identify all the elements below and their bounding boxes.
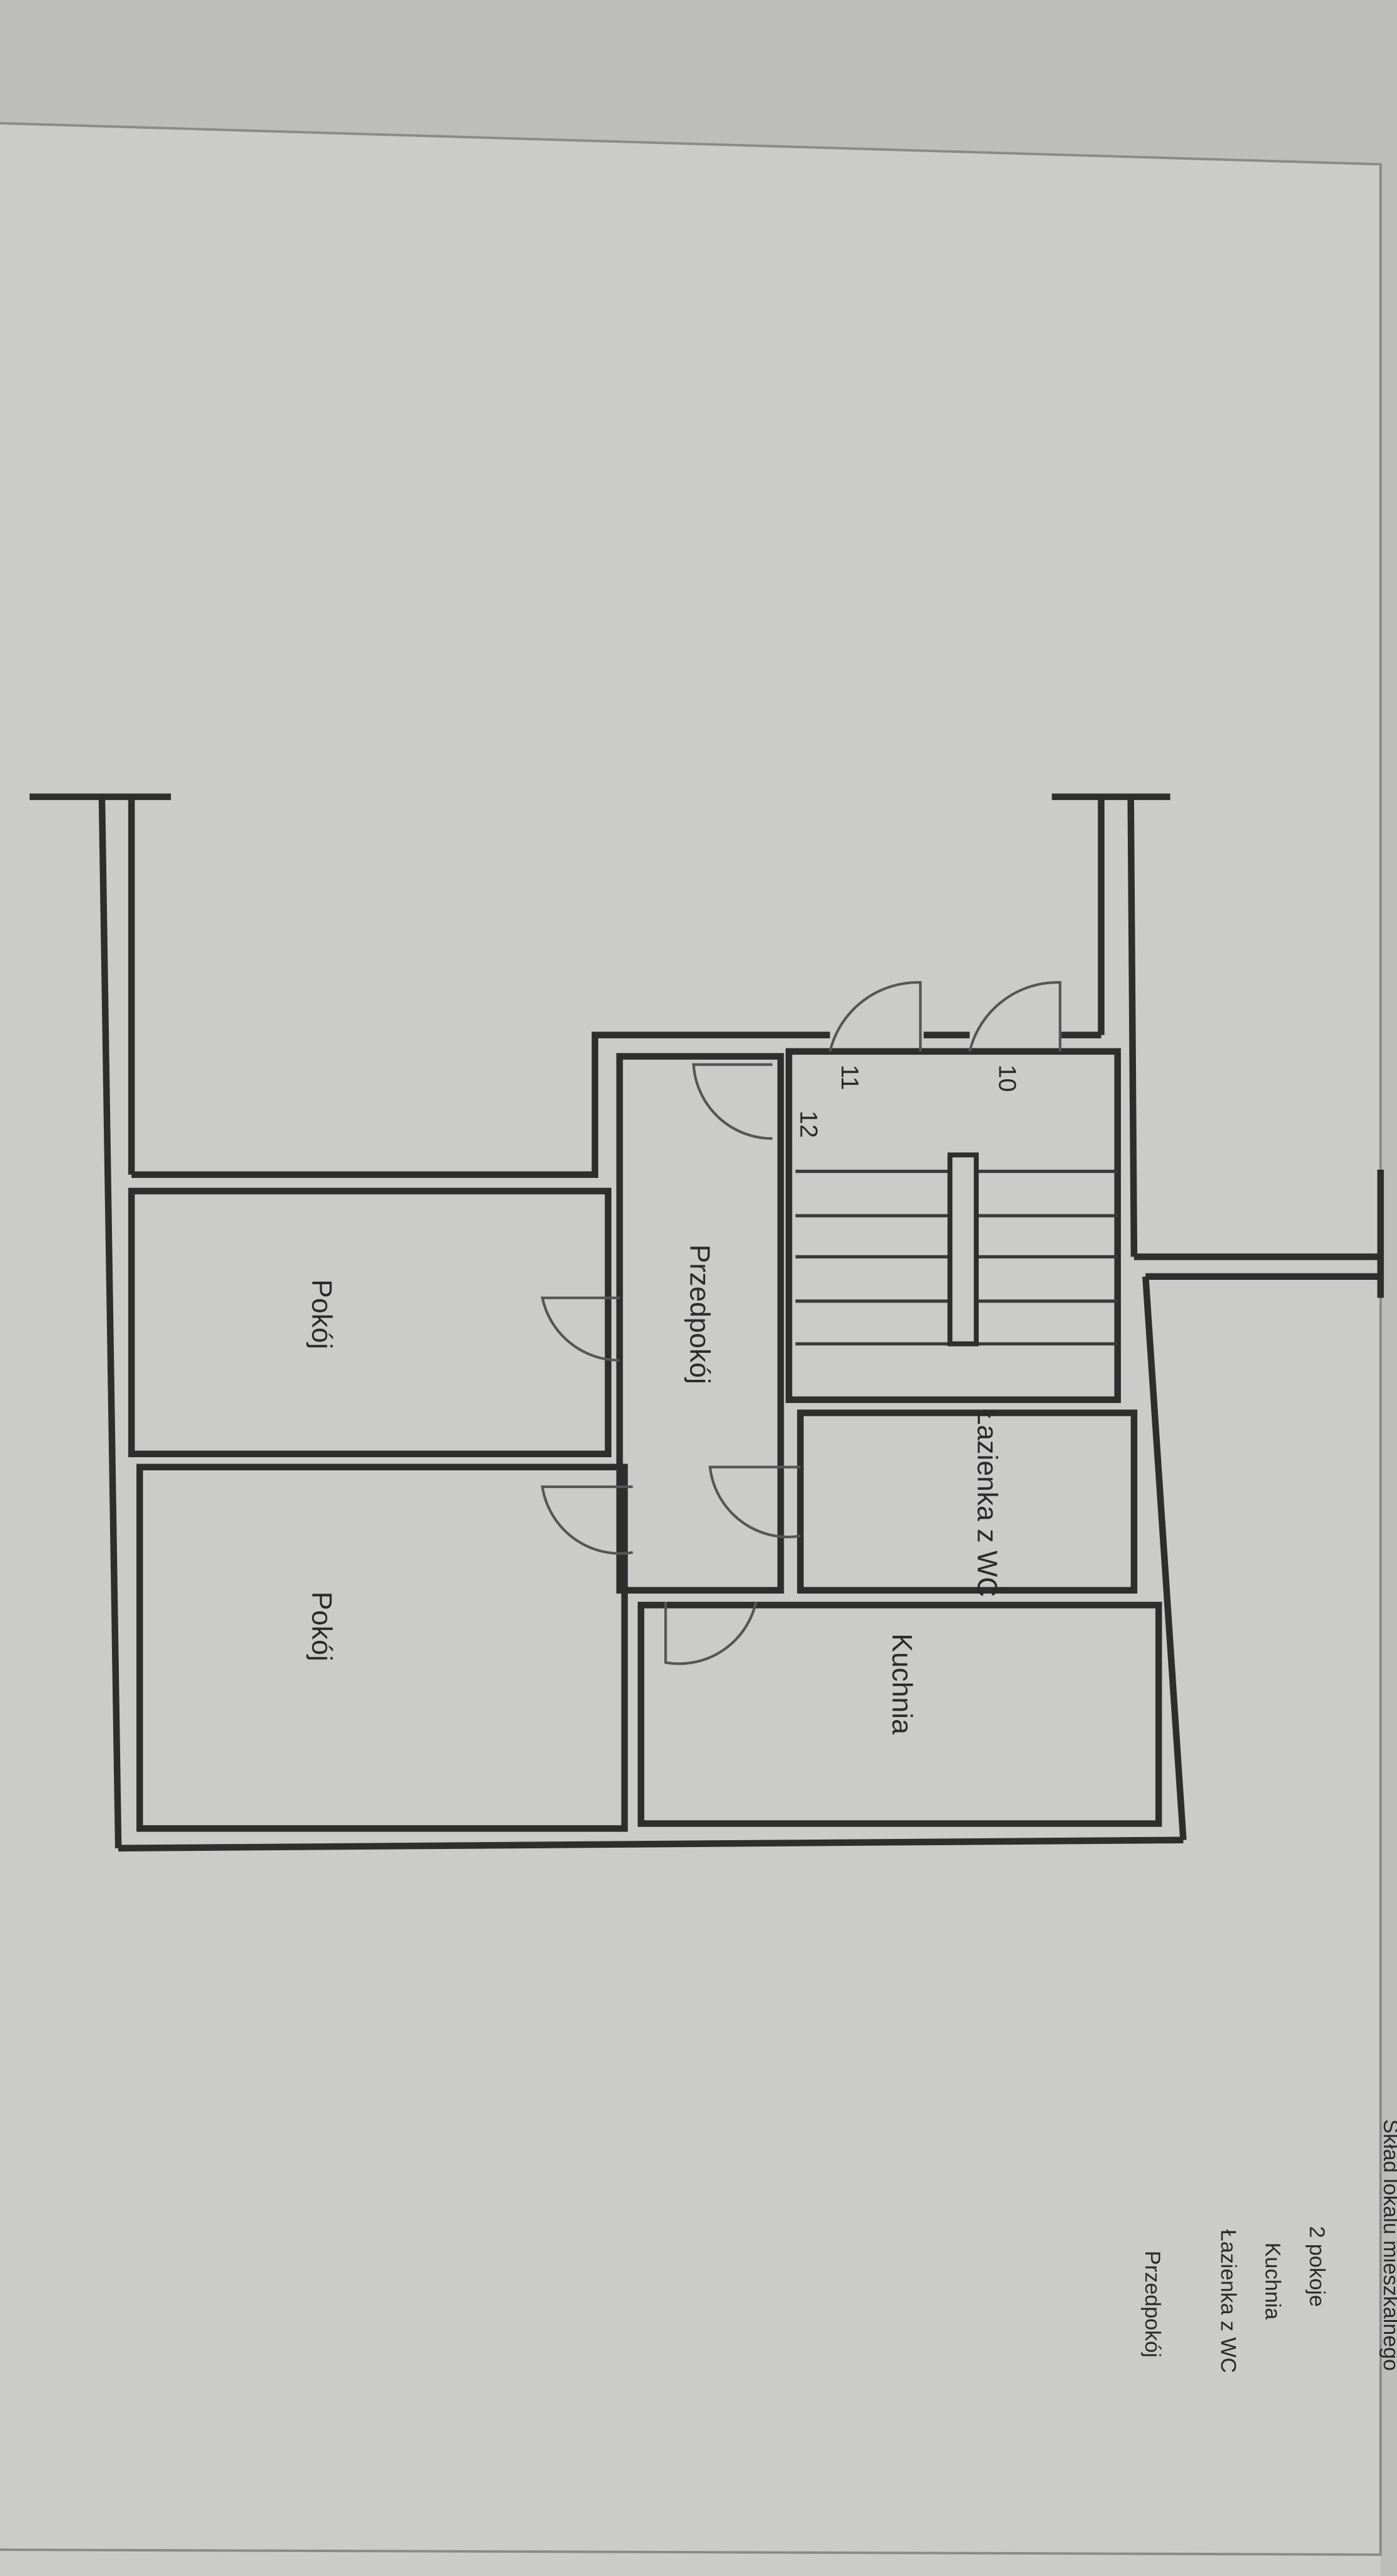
- door-pokoj-2[interactable]: [540, 1485, 633, 1555]
- door-10[interactable]: [968, 981, 1062, 1052]
- legend: Skład lokalu mieszkalnego 2 pokoje Kuchn…: [1140, 2119, 1397, 2373]
- door-12[interactable]: [692, 1063, 773, 1140]
- paper-edge: [0, 121, 1382, 2557]
- outer-walls: [30, 793, 1384, 1852]
- door-lazienka[interactable]: [708, 1465, 801, 1538]
- door-11[interactable]: [828, 981, 922, 1052]
- door-number-10: 10: [994, 1065, 1021, 1092]
- door-kuchnia[interactable]: [664, 1601, 757, 1665]
- stair-treads: [795, 1152, 1118, 1346]
- legend-item: Kuchnia: [1261, 2243, 1284, 2320]
- paper-sheet: [0, 123, 1381, 2576]
- label-pokoj-1: Pokój: [306, 1279, 337, 1349]
- legend-heading: Skład lokalu mieszkalnego: [1379, 2119, 1397, 2371]
- label-przedpokoj: Przedpokój: [684, 1245, 715, 1384]
- door-pokoj-1[interactable]: [540, 1296, 620, 1362]
- room-lazienka: [797, 1409, 1138, 1594]
- legend-item: Łazienka z WC: [1216, 2229, 1240, 2373]
- label-pokoj-2: Pokój: [306, 1592, 337, 1662]
- room-kuchnia: [637, 1601, 1162, 1827]
- staircase: [785, 1048, 1121, 1403]
- room-przedpokoj: [616, 1053, 784, 1594]
- stair-railing: [947, 1152, 979, 1346]
- doors[interactable]: [540, 981, 1062, 1665]
- label-lazienka: Łazienka z WC: [972, 1409, 1003, 1597]
- door-number-12: 12: [795, 1111, 822, 1138]
- room-pokoj-1: [128, 1187, 612, 1458]
- legend-item: 2 pokoje: [1305, 2226, 1329, 2307]
- legend-item: Przedpokój: [1140, 2251, 1164, 2358]
- room-pokoj-2: [136, 1463, 628, 1832]
- door-number-11: 11: [836, 1065, 863, 1091]
- label-kuchnia: Kuchnia: [886, 1633, 917, 1735]
